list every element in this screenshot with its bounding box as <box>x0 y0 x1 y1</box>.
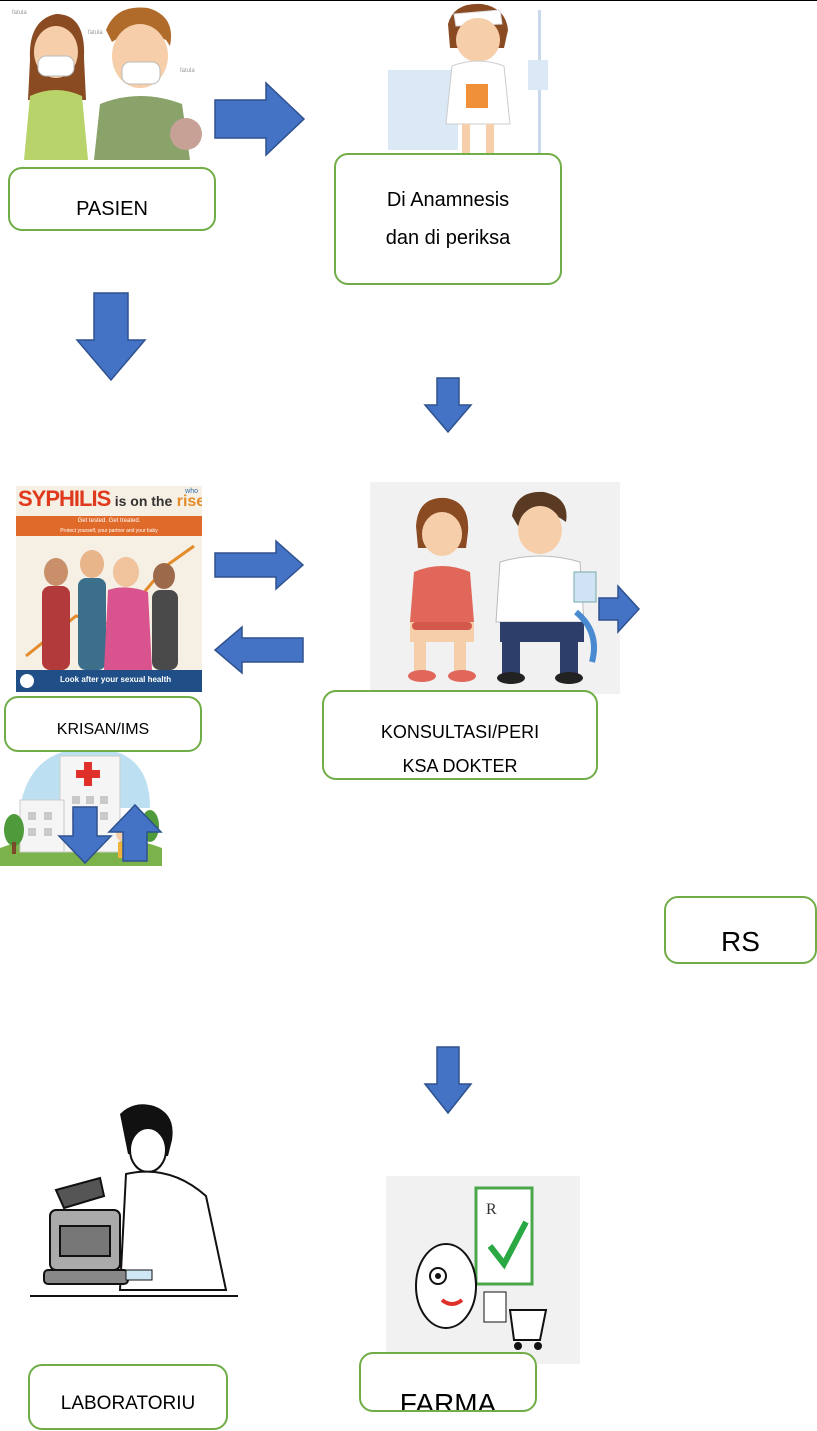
farmasi-box: FARMA <box>359 1352 537 1412</box>
page-top-rule <box>0 0 817 1</box>
poster-footer: Look after your sexual health <box>16 670 202 692</box>
rs-box: RS <box>664 896 817 964</box>
arrow-down-from-pasien-icon <box>75 292 147 382</box>
poster-headline: SYPHILIS is on the rise <box>18 486 202 511</box>
arrow-up-from-laboratorium-icon <box>107 803 163 862</box>
arrow-down-from-anamnesis-icon <box>423 377 473 434</box>
laboratorium-box: LABORATORIU <box>28 1364 228 1430</box>
poster-tagline: Get tested. Get treated. <box>16 516 202 526</box>
konsultasi-box: KONSULTASI/PERI KSA DOKTER <box>322 690 598 780</box>
pasien-box: PASIEN <box>8 167 216 231</box>
arrow-right-krisan-to-konsultasi-icon <box>214 539 305 591</box>
doctor-consultation-illustration <box>370 482 620 694</box>
arrow-right-to-rs-icon <box>598 584 641 634</box>
pharmacy-illustration: R <box>386 1176 580 1364</box>
poster-subline: Protect yourself, your partner and your … <box>16 526 202 536</box>
who-logo-icon <box>20 674 34 688</box>
arrow-down-to-farmasi-icon <box>423 1046 473 1115</box>
arrow-left-konsultasi-to-krisan-icon <box>213 625 304 675</box>
anamnesis-box: Di Anamnesis dan di periksa <box>334 153 562 285</box>
svg-text:fatula: fatula <box>88 30 103 36</box>
arrow-down-to-laboratorium-icon <box>57 806 113 865</box>
krisan-ims-box: KRISAN/IMS <box>4 696 202 752</box>
syphilis-poster: SYPHILIS is on the rise who Get tested. … <box>16 486 202 692</box>
svg-text:fatula: fatula <box>12 10 27 16</box>
svg-text:fatula: fatula <box>180 68 195 74</box>
nurse-illustration <box>388 0 588 165</box>
laboratory-illustration <box>30 1100 238 1300</box>
svg-text:R: R <box>486 1201 497 1218</box>
arrow-right-pasien-to-anamnesis-icon <box>214 81 306 157</box>
patients-illustration: fatula fatula fatula <box>8 0 208 160</box>
who-badge: who <box>185 488 198 495</box>
